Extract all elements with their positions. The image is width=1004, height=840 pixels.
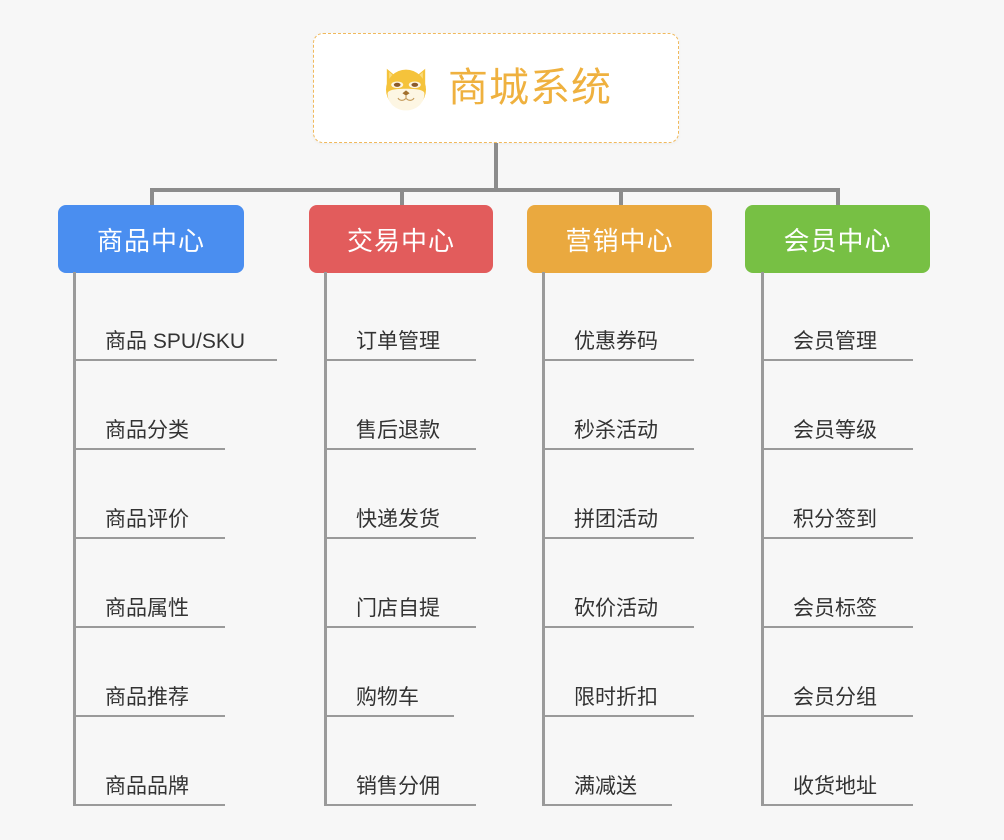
- leaf-item[interactable]: 订单管理: [324, 272, 476, 361]
- leaf-item-label: 销售分佣: [356, 774, 440, 798]
- root-node-content: 商城系统: [380, 64, 612, 112]
- leaf-item-underline: [761, 359, 913, 361]
- leaf-item-underline: [324, 804, 476, 806]
- leaf-item-underline: [542, 715, 694, 717]
- leaf-item[interactable]: 商品分类: [73, 361, 245, 450]
- leaf-item-underline: [761, 537, 913, 539]
- category-header-label: 营销中心: [565, 225, 674, 256]
- leaf-item-label: 购物车: [356, 685, 419, 709]
- leaf-item[interactable]: 商品 SPU/SKU: [73, 272, 277, 361]
- category-header-3[interactable]: 营销中心: [527, 205, 712, 273]
- category-header-label: 会员中心: [783, 225, 892, 256]
- leaf-item-label: 优惠券码: [574, 329, 658, 353]
- leaf-item-underline: [761, 448, 913, 450]
- leaf-item-underline: [73, 359, 277, 361]
- category-header-label: 商品中心: [96, 225, 205, 256]
- leaf-item[interactable]: 秒杀活动: [542, 361, 694, 450]
- leaf-column-spine: [761, 272, 764, 806]
- leaf-item-label: 积分签到: [793, 507, 877, 531]
- leaf-item-underline: [542, 448, 694, 450]
- leaf-item-underline: [73, 626, 225, 628]
- root-node[interactable]: 商城系统: [313, 33, 679, 143]
- leaf-item[interactable]: 会员管理: [761, 272, 913, 361]
- leaf-item[interactable]: 商品推荐: [73, 628, 245, 717]
- leaf-item-label: 会员等级: [793, 418, 877, 442]
- leaf-item-label: 商品推荐: [105, 685, 189, 709]
- category-header-2[interactable]: 交易中心: [309, 205, 493, 273]
- leaf-item-underline: [542, 626, 694, 628]
- leaf-item-underline: [324, 626, 476, 628]
- leaf-item-label: 快递发货: [356, 507, 440, 531]
- leaf-item[interactable]: 会员等级: [761, 361, 913, 450]
- leaf-item[interactable]: 销售分佣: [324, 717, 476, 806]
- leaf-item[interactable]: 满减送: [542, 717, 672, 806]
- leaf-item-label: 商品评价: [105, 507, 189, 531]
- leaf-item-label: 会员标签: [793, 596, 877, 620]
- leaf-item-label: 拼团活动: [574, 507, 658, 531]
- leaf-item-label: 收货地址: [793, 774, 877, 798]
- leaf-item[interactable]: 商品品牌: [73, 717, 245, 806]
- leaf-item-label: 商品品牌: [105, 774, 189, 798]
- leaf-item-label: 商品分类: [105, 418, 189, 442]
- leaf-column-2: 订单管理售后退款快递发货门店自提购物车销售分佣: [324, 272, 476, 806]
- leaf-column-3: 优惠券码秒杀活动拼团活动砍价活动限时折扣满减送: [542, 272, 694, 806]
- leaf-item-label: 会员分组: [793, 685, 877, 709]
- connector-horizontal-bus: [150, 188, 840, 192]
- leaf-item-underline: [761, 804, 913, 806]
- shiba-dog-icon: [386, 68, 426, 111]
- leaf-item-label: 会员管理: [793, 329, 877, 353]
- leaf-item-underline: [73, 537, 225, 539]
- leaf-item[interactable]: 会员标签: [761, 539, 913, 628]
- leaf-item[interactable]: 售后退款: [324, 361, 476, 450]
- leaf-item-underline: [324, 715, 454, 717]
- leaf-item-underline: [73, 715, 225, 717]
- leaf-column-spine: [324, 272, 327, 806]
- leaf-item-label: 满减送: [574, 774, 637, 798]
- leaf-item-label: 商品属性: [105, 596, 189, 620]
- leaf-item-underline: [73, 448, 225, 450]
- leaf-item[interactable]: 砍价活动: [542, 539, 694, 628]
- leaf-item-label: 门店自提: [356, 596, 440, 620]
- leaf-item-underline: [542, 804, 672, 806]
- connector-drop-1: [150, 188, 154, 207]
- leaf-item-label: 售后退款: [356, 418, 440, 442]
- category-header-1[interactable]: 商品中心: [58, 205, 244, 273]
- leaf-item[interactable]: 商品属性: [73, 539, 245, 628]
- leaf-item[interactable]: 购物车: [324, 628, 454, 717]
- leaf-column-spine: [542, 272, 545, 806]
- leaf-column-1: 商品 SPU/SKU 商品分类商品评价商品属性商品推荐商品品牌: [73, 272, 277, 806]
- leaf-item-underline: [761, 626, 913, 628]
- leaf-item-label: 订单管理: [356, 329, 440, 353]
- leaf-column-4: 会员管理会员等级积分签到会员标签会员分组收货地址: [761, 272, 913, 806]
- root-title: 商城系统: [448, 66, 612, 110]
- leaf-item[interactable]: 会员分组: [761, 628, 913, 717]
- leaf-item-underline: [542, 537, 694, 539]
- leaf-item-underline: [324, 537, 476, 539]
- connector-drop-3: [619, 188, 623, 207]
- leaf-item-label: 限时折扣: [574, 685, 658, 709]
- leaf-item[interactable]: 优惠券码: [542, 272, 694, 361]
- leaf-item-underline: [761, 715, 913, 717]
- connector-root-stem: [494, 143, 498, 191]
- category-header-label: 交易中心: [346, 225, 455, 256]
- leaf-item[interactable]: 限时折扣: [542, 628, 694, 717]
- leaf-item[interactable]: 门店自提: [324, 539, 476, 628]
- connector-drop-2: [400, 188, 404, 207]
- leaf-item[interactable]: 商品评价: [73, 450, 245, 539]
- leaf-item[interactable]: 积分签到: [761, 450, 913, 539]
- leaf-item-underline: [324, 448, 476, 450]
- leaf-item-label: 秒杀活动: [574, 418, 658, 442]
- leaf-item-underline: [542, 359, 694, 361]
- leaf-item-label: 商品 SPU/SKU: [105, 329, 246, 353]
- connector-drop-4: [836, 188, 840, 207]
- leaf-item[interactable]: 拼团活动: [542, 450, 694, 539]
- leaf-item[interactable]: 快递发货: [324, 450, 476, 539]
- leaf-item-underline: [73, 804, 225, 806]
- leaf-item-underline: [324, 359, 476, 361]
- leaf-column-spine: [73, 272, 76, 806]
- leaf-item-label: 砍价活动: [574, 596, 658, 620]
- leaf-item[interactable]: 收货地址: [761, 717, 913, 806]
- category-header-4[interactable]: 会员中心: [745, 205, 930, 273]
